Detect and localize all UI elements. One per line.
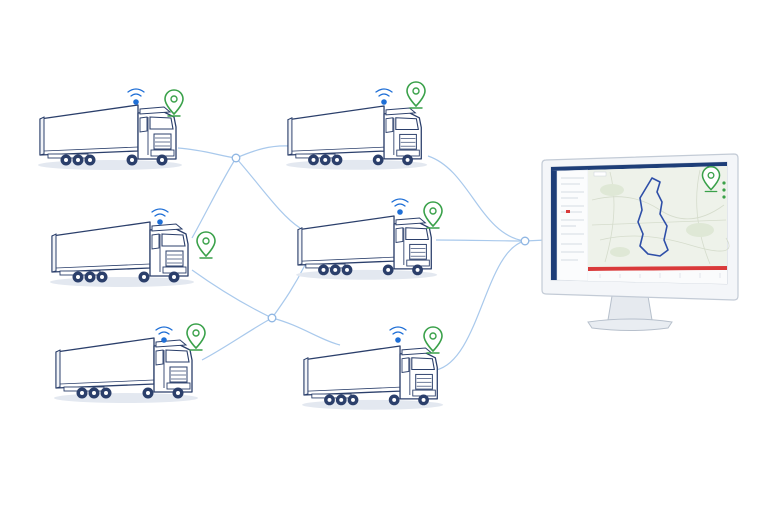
wifi-signal-icon <box>389 326 407 344</box>
map-areas <box>600 184 714 257</box>
hub-node-1 <box>231 153 241 163</box>
wifi-signal-icon <box>151 208 169 226</box>
truck-2 <box>49 208 216 288</box>
truck-3 <box>53 323 206 404</box>
map-control[interactable] <box>593 171 607 177</box>
truck-1 <box>37 88 184 171</box>
timeline-bar <box>588 266 727 271</box>
link-hub1-truck4 <box>235 145 291 159</box>
link-truck3-hub2 <box>201 317 273 361</box>
truck-5 <box>295 198 443 281</box>
link-hub2-truck6 <box>271 317 341 346</box>
semi-truck-icon <box>301 345 444 411</box>
link-truck5-hub3 <box>435 239 526 242</box>
link-hub1-truck5 <box>235 157 301 229</box>
app-header-bar <box>551 162 727 171</box>
app-list-badge <box>566 210 570 213</box>
status-dots <box>722 181 726 199</box>
truck-4 <box>285 81 428 171</box>
monitor <box>541 153 739 331</box>
link-hub2-truck5 <box>271 264 306 319</box>
hub-node-3 <box>520 236 530 246</box>
map-roads <box>591 169 730 265</box>
timeline-track <box>588 270 727 284</box>
app-list-panel <box>556 169 589 282</box>
timeline-ticks <box>599 273 721 278</box>
map-route <box>637 177 669 257</box>
wifi-signal-icon <box>375 88 393 106</box>
network-nodes <box>231 153 530 323</box>
link-truck1-hub1 <box>177 147 237 159</box>
semi-truck-icon <box>53 337 199 404</box>
app-list-rows <box>561 177 584 261</box>
link-truck6-hub3 <box>435 240 526 371</box>
app-sidebar <box>551 171 557 280</box>
link-truck2-hub1 <box>191 157 237 239</box>
semi-truck-icon <box>285 105 428 171</box>
link-truck4-hub3 <box>427 155 526 242</box>
semi-truck-icon <box>37 104 183 171</box>
link-truck2-hub2 <box>191 269 273 319</box>
map-pin-icon <box>423 201 443 229</box>
map-pin-icon <box>196 231 216 259</box>
monitor-stand-neck <box>607 295 653 321</box>
hub-node-2 <box>267 313 277 323</box>
monitor-stand-base <box>587 318 673 331</box>
wifi-signal-icon <box>391 198 409 216</box>
semi-truck-icon <box>49 221 195 288</box>
wifi-signal-icon <box>127 88 145 106</box>
map-pin-icon <box>406 81 426 109</box>
semi-truck-icon <box>295 215 438 281</box>
map-pin-icon <box>186 323 206 351</box>
